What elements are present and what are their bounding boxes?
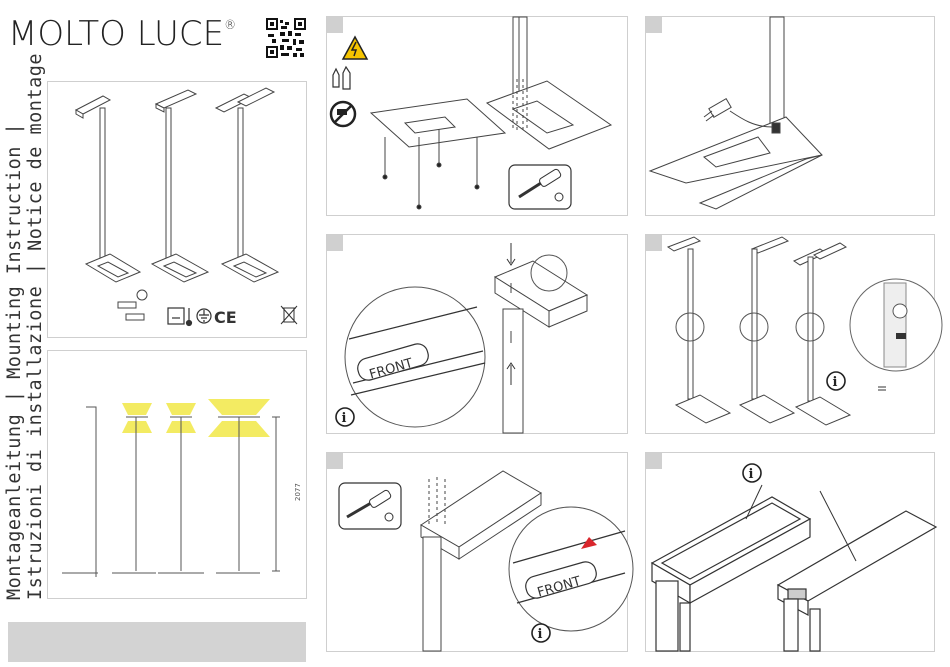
footer-bar [8,622,306,662]
gloves-icon [333,67,350,89]
step-4-panel: i [645,234,935,434]
svg-text:i: i [342,411,347,426]
step-6-panel: i [645,452,935,652]
title-line-1: Montageanleitung | Mounting Instruction … [4,53,25,600]
info-icon: i [532,624,550,642]
step-1-panel [326,16,628,216]
weee-bin-icon [281,306,297,324]
svg-text:i: i [538,627,543,642]
title-line-2: Istruzioni di installazione | Notice de … [25,53,46,600]
light-distribution-panel: 2077 [47,350,307,599]
screwdriver-icon [509,165,571,209]
product-overview-panel: CE [47,81,307,338]
mount-symbol-icon [168,308,184,324]
info-icon: i [336,408,354,426]
svg-text:i: i [833,375,838,390]
power-plug-icon [704,99,772,127]
usb-icon [850,279,942,371]
electric-hazard-icon [343,37,367,59]
step-3-panel: FRONT i [326,234,628,434]
screwdriver-icon [339,483,401,529]
no-drill-icon [331,102,355,126]
document-title: Montageanleitung | Mounting Instruction … [4,53,46,600]
ce-mark-icon: CE [214,308,237,327]
info-icon: i [827,372,845,390]
height-dimension: 2077 [294,483,302,501]
svg-text:i: i [749,467,754,482]
step-2-panel [645,16,935,216]
step-5-panel: FRONT i [326,452,628,652]
info-icon: i [743,464,761,482]
